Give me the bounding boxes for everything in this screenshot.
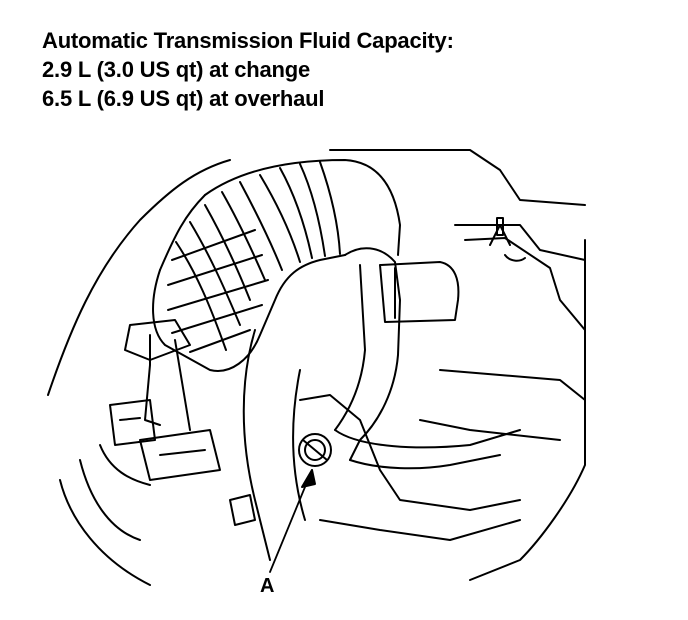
header-title: Automatic Transmission Fluid Capacity: — [42, 28, 454, 53]
bolt-right — [496, 217, 504, 236]
engine-bay-outline-left — [47, 159, 231, 396]
callout-label-a: A — [260, 575, 275, 597]
transmission-housing — [299, 394, 521, 511]
harness-connector-left — [124, 319, 191, 361]
capacity-at-change: 2.9 L (3.0 US qt) at change — [42, 57, 311, 82]
bracket-right — [464, 237, 586, 331]
breather-hose — [344, 247, 401, 461]
intake-hose-bottom — [159, 194, 206, 271]
capacity-at-overhaul: 6.5 L (6.9 US qt) at overhaul — [42, 86, 325, 111]
dipstick-icon — [298, 433, 332, 467]
intake-hose-top — [204, 159, 401, 256]
connector-box-left — [109, 399, 156, 446]
engine-bay-frame-right — [454, 224, 586, 261]
callout-arrowhead — [301, 469, 316, 488]
engine-bay-outline-left-lower — [59, 479, 151, 586]
engine-bay-upper-frame — [329, 149, 586, 206]
engine-bay-outline-right — [469, 239, 586, 581]
fluid-capacity-header: Automatic Transmission Fluid Capacity: 2… — [42, 26, 454, 113]
hose-clamp — [379, 261, 460, 323]
